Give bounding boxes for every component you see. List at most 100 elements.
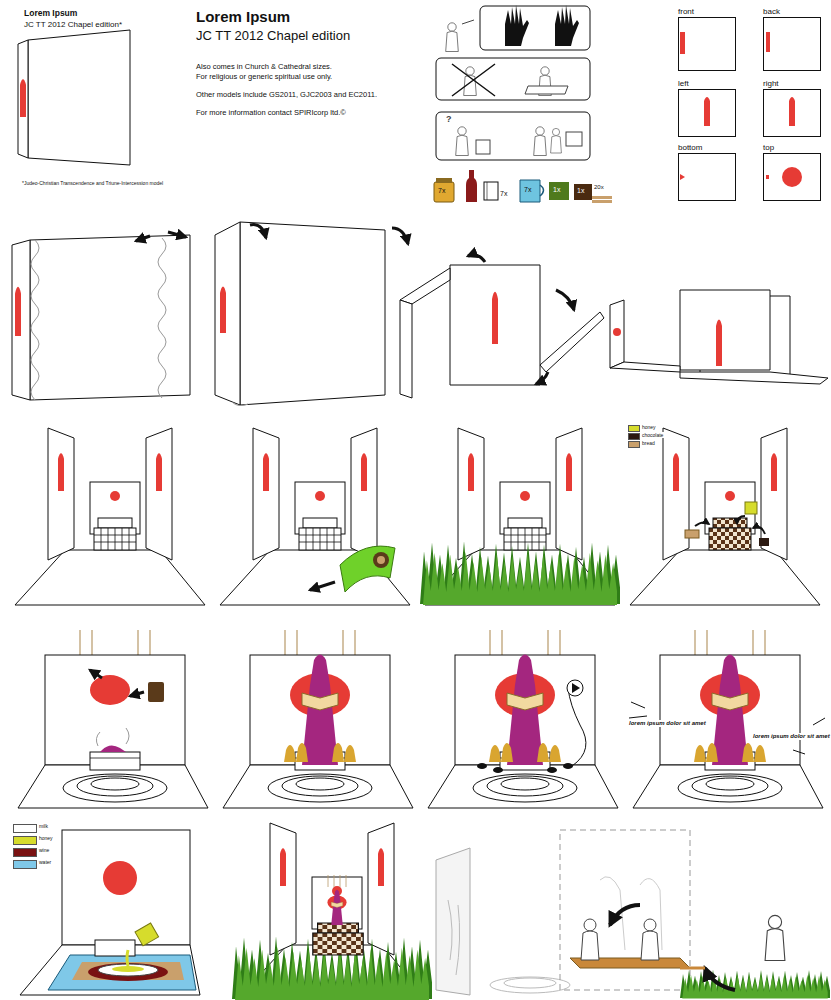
folding-steps bbox=[232, 402, 248, 406]
view-square bbox=[678, 89, 736, 137]
ritual-step bbox=[629, 630, 825, 808]
final-chapel bbox=[328, 875, 346, 887]
parts-row bbox=[466, 170, 477, 202]
view-marks bbox=[766, 175, 769, 179]
info-line: For religious or generic spiritual use o… bbox=[196, 72, 332, 81]
folding-steps bbox=[220, 287, 226, 333]
view-panel: back bbox=[763, 6, 821, 71]
ritual-step bbox=[428, 630, 618, 808]
folding-steps bbox=[168, 232, 186, 237]
product-box bbox=[28, 30, 130, 165]
view-marks bbox=[680, 32, 802, 187]
offering-step bbox=[127, 950, 128, 966]
part-count: 1x bbox=[577, 187, 584, 195]
usage-scene bbox=[581, 919, 599, 960]
usage-scene bbox=[610, 905, 640, 925]
ritual-step bbox=[493, 767, 503, 773]
part-count: 7x bbox=[524, 186, 531, 194]
offering-step bbox=[135, 923, 159, 946]
legend-text: bread bbox=[641, 440, 656, 446]
offering-step bbox=[112, 966, 144, 972]
instruction-panels bbox=[566, 132, 582, 146]
instruction-panels bbox=[476, 140, 490, 154]
instruction-panels bbox=[480, 6, 590, 50]
legend-swatch bbox=[628, 425, 640, 432]
view-label: front bbox=[678, 6, 736, 17]
chapel-step bbox=[745, 502, 757, 514]
info-line: Other models include GS2011, GJC2003 and… bbox=[196, 90, 377, 99]
chapel-step bbox=[377, 556, 385, 564]
chapel-step bbox=[630, 428, 820, 605]
chapel-step bbox=[630, 428, 820, 605]
usage-scene bbox=[490, 977, 570, 993]
legend-text: milk bbox=[38, 823, 49, 829]
folding-steps bbox=[610, 300, 624, 368]
folding-steps bbox=[12, 222, 828, 406]
legend-text: honey bbox=[641, 424, 657, 430]
ritual-step bbox=[568, 688, 586, 766]
view-marks bbox=[680, 174, 685, 180]
ritual-step bbox=[284, 743, 356, 762]
instruction-panels bbox=[452, 64, 495, 96]
view-panel: right bbox=[763, 78, 821, 137]
usage-scene bbox=[641, 919, 659, 960]
title: Lorem Ipsum bbox=[196, 8, 290, 26]
folding-steps bbox=[30, 235, 190, 400]
ritual-step bbox=[489, 743, 561, 762]
chant-text: lorem ipsum dolor sit amet bbox=[752, 733, 831, 740]
view-square bbox=[763, 89, 821, 137]
brand-name: Lorem Ipsum bbox=[24, 8, 77, 18]
chant-text: lorem ipsum dolor sit amet bbox=[628, 720, 707, 727]
folding-steps bbox=[12, 240, 30, 400]
offering-step bbox=[95, 940, 135, 956]
ritual-step bbox=[223, 630, 413, 808]
folding-steps bbox=[215, 222, 240, 405]
chapel-step bbox=[310, 582, 335, 590]
legend-swatch bbox=[628, 441, 640, 448]
ritual-step bbox=[428, 630, 618, 808]
folding-steps bbox=[680, 372, 828, 384]
ritual-step bbox=[567, 680, 583, 696]
instruction-panels bbox=[505, 5, 529, 46]
folding-steps bbox=[250, 225, 266, 238]
chapel-step bbox=[685, 530, 699, 538]
chapel-step bbox=[340, 546, 395, 592]
view-label: bottom bbox=[678, 142, 736, 153]
folding-steps bbox=[450, 265, 540, 385]
ritual-step bbox=[629, 702, 825, 754]
chapel-step bbox=[709, 518, 751, 550]
instruction-panels bbox=[436, 5, 590, 160]
ritual-step bbox=[90, 675, 130, 705]
instruction-panels bbox=[525, 86, 568, 94]
folding-steps bbox=[400, 268, 450, 304]
final-chapel bbox=[313, 923, 363, 955]
view-square bbox=[763, 153, 821, 201]
view-square bbox=[763, 17, 821, 71]
ritual-step bbox=[547, 767, 557, 773]
folding-steps bbox=[392, 228, 408, 244]
folding-steps bbox=[31, 240, 39, 400]
ritual-step bbox=[18, 630, 208, 808]
legend-text: wine bbox=[38, 847, 50, 853]
parts-row bbox=[540, 185, 544, 196]
instruction-panels bbox=[555, 5, 579, 46]
instruction-panels bbox=[456, 127, 469, 156]
product-box bbox=[18, 40, 28, 158]
view-label: top bbox=[763, 142, 821, 153]
view-square bbox=[678, 17, 736, 71]
parts-row bbox=[592, 200, 612, 203]
usage-scene bbox=[436, 830, 830, 999]
usage-scene bbox=[436, 848, 470, 995]
ritual-step bbox=[477, 763, 487, 769]
folding-steps bbox=[492, 292, 498, 344]
parts-row bbox=[549, 182, 569, 200]
usage-scene bbox=[680, 967, 705, 970]
offering-step bbox=[20, 830, 200, 995]
usage-scene bbox=[560, 830, 690, 990]
view-panel: front bbox=[678, 6, 736, 71]
folding-steps bbox=[613, 328, 621, 336]
parts-row bbox=[487, 182, 488, 200]
legend-swatch bbox=[13, 824, 37, 833]
part-count: 7x bbox=[500, 190, 507, 198]
view-panel: bottom bbox=[678, 142, 736, 201]
